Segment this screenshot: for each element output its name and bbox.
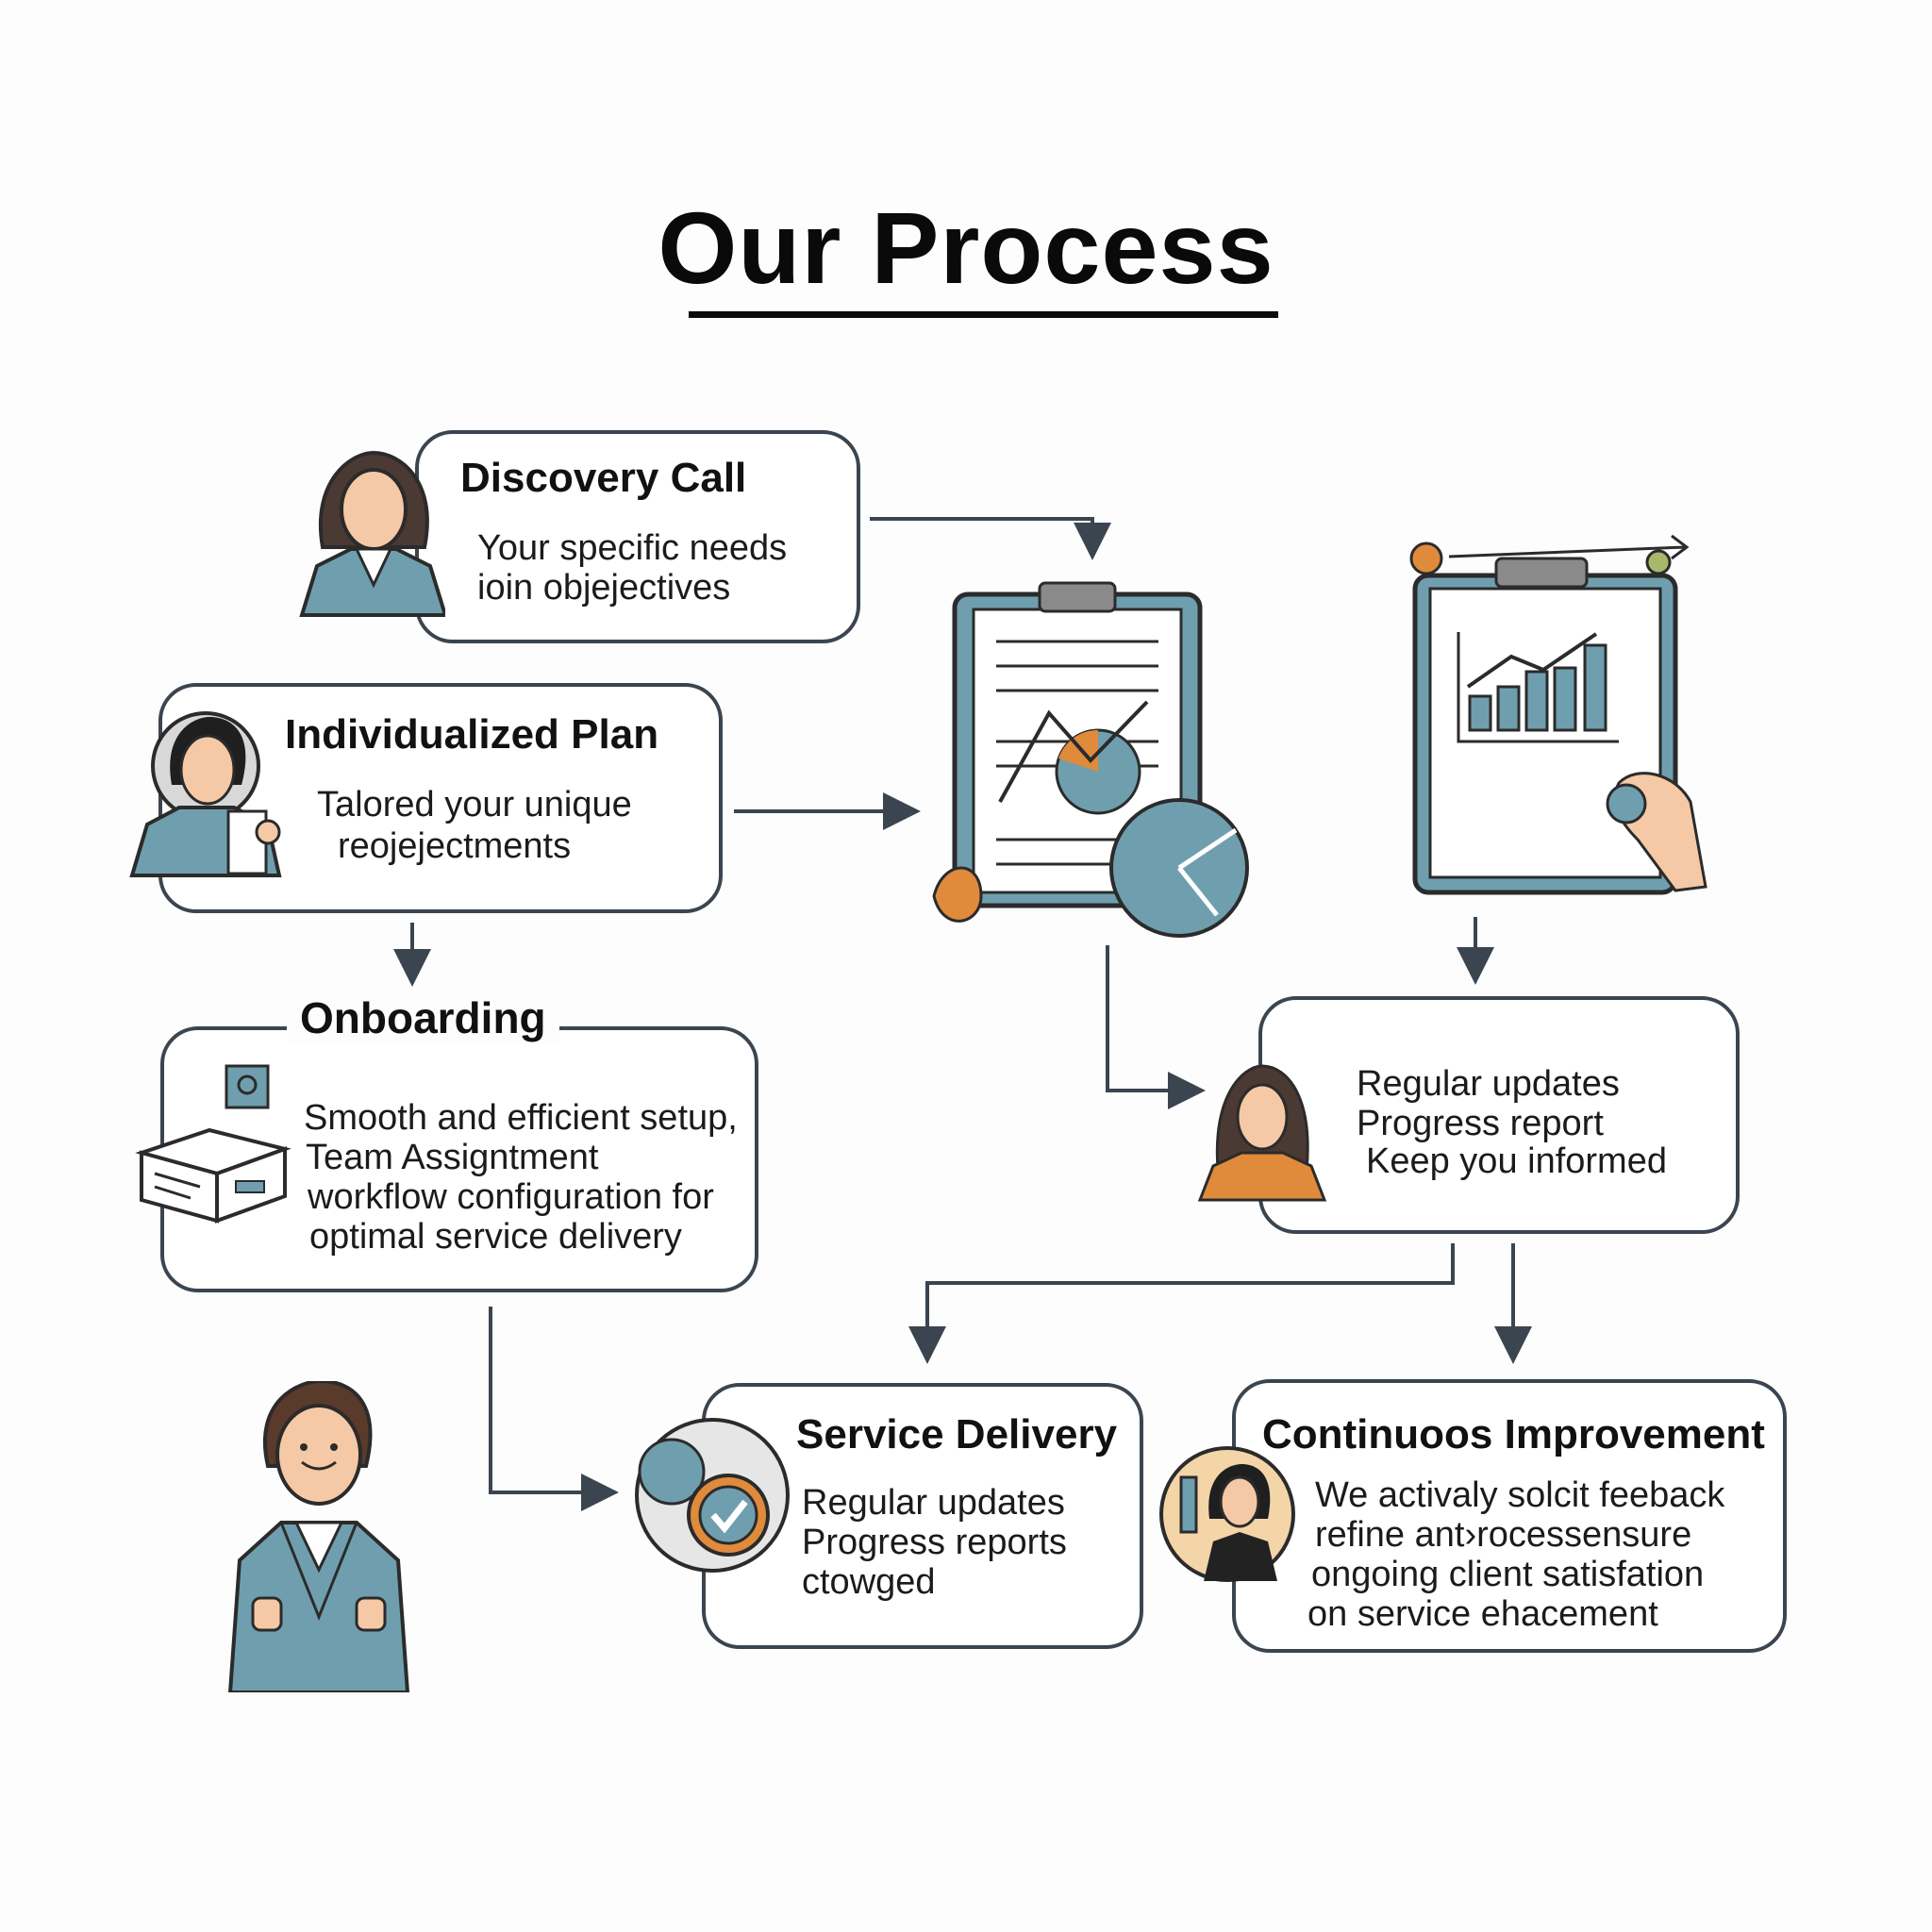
card-line: workflow configuration for	[308, 1177, 714, 1217]
card-line: Progress report	[1357, 1104, 1604, 1143]
box-setup-icon	[135, 1064, 291, 1224]
card-line: Regular updates	[802, 1483, 1065, 1523]
card-title: Continuoos Improvement	[1262, 1411, 1765, 1457]
card-line: Keep you informed	[1366, 1141, 1667, 1181]
card-line: ctowged	[802, 1562, 936, 1602]
card-line: Smooth and efficient setup,	[304, 1098, 738, 1138]
onboarding-title-bg: Onboarding	[287, 992, 559, 1043]
clipboard-bar-chart-icon	[1409, 534, 1707, 895]
card-line: Talored your unique	[317, 785, 632, 824]
card-line: Your specific needs	[477, 528, 788, 568]
arrow-discovery-to-clipboard	[870, 517, 1111, 560]
title-underline	[689, 311, 1278, 318]
card-line: reojejectments	[338, 826, 572, 866]
card-line: Team Assigntment	[306, 1138, 599, 1177]
discovery-call-card: Discovery Call Your specific needs ioin …	[415, 430, 860, 643]
individualized-plan-card: Individualized Plan Talored your unique …	[158, 683, 723, 913]
arrow-clipboard-to-updates	[1106, 945, 1206, 1109]
card-line: ioin objejectives	[477, 568, 731, 608]
card-line: on service ehacement	[1307, 1594, 1658, 1634]
arrow-onboarding-to-delivery	[489, 1307, 619, 1511]
woman-orange-shirt-icon	[1197, 1064, 1327, 1202]
clipboard-chart-icon	[932, 581, 1249, 938]
regular-updates-card: Regular updates Progress report Keep you…	[1258, 996, 1740, 1234]
card-line: optimal service delivery	[309, 1217, 682, 1257]
person-feedback-icon	[1159, 1446, 1295, 1582]
card-line: refine ant›rocessensure	[1315, 1515, 1692, 1555]
card-line: We activaly solcit feeback	[1315, 1475, 1725, 1515]
arrow-updates-to-delivery	[908, 1243, 1455, 1364]
businesswoman-icon	[227, 1381, 410, 1692]
card-line: Regular updates	[1357, 1064, 1620, 1104]
continuous-improvement-card: Continuoos Improvement We activaly solci…	[1232, 1379, 1787, 1653]
card-title: Discovery Call	[460, 455, 747, 501]
woman-with-document-icon	[129, 711, 282, 877]
card-line: ongoing client satisfation	[1311, 1555, 1705, 1594]
checkmark-badge-icon	[635, 1418, 790, 1573]
card-line: Progress reports	[802, 1523, 1067, 1562]
page-title: Our Process	[658, 191, 1274, 305]
card-title: Individualized Plan	[285, 711, 659, 758]
card-title: Service Delivery	[796, 1411, 1118, 1457]
onboarding-card: Onboarding Smooth and efficient setup, T…	[160, 992, 758, 1292]
woman-avatar-icon	[299, 450, 445, 617]
card-title: Onboarding	[300, 993, 546, 1042]
